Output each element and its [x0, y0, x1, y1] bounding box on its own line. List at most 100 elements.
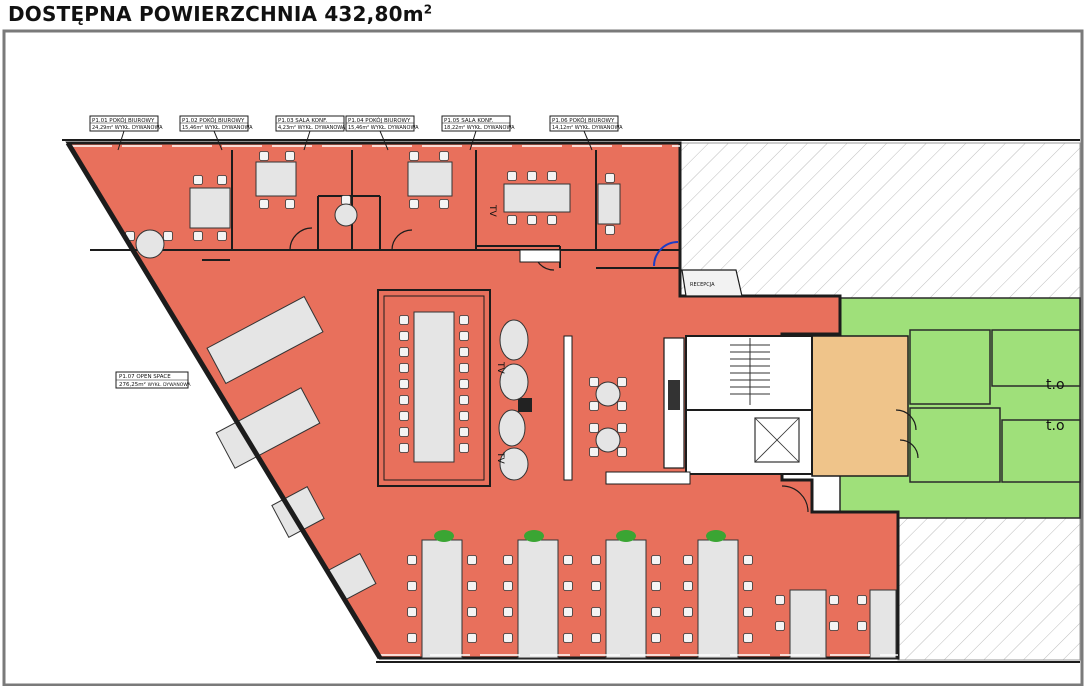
chair	[285, 199, 295, 209]
room-area: 18,22m² WYKŁ. DYWANOWA	[444, 125, 515, 131]
chair	[409, 199, 419, 209]
chair	[459, 411, 469, 421]
workstation-chairs	[407, 555, 867, 643]
chair	[399, 331, 409, 341]
conference-chairs	[125, 151, 627, 457]
chair	[743, 555, 753, 565]
svg-text:P1.07 OPEN SPACE: P1.07 OPEN SPACE	[119, 374, 171, 380]
chair	[503, 555, 513, 565]
chair	[589, 447, 599, 457]
chair	[467, 607, 477, 617]
elevator-shaft	[685, 409, 813, 475]
svg-text:276,25m² WYKŁ. DYWANOWA: 276,25m² WYKŁ. DYWANOWA	[119, 381, 191, 388]
chair	[193, 231, 203, 241]
stair-treads	[730, 338, 770, 405]
dining-tables	[595, 381, 621, 453]
chair	[617, 377, 627, 387]
room-title: P1.06 POKÓJ BIUROWY	[552, 117, 615, 124]
open-space-finish: WYKŁ. DYWANOWA	[148, 382, 192, 388]
chair	[829, 595, 839, 605]
chair	[439, 199, 449, 209]
chair	[259, 151, 269, 161]
open-space-code: P1.07	[119, 374, 135, 380]
page-title: DOSTĘPNA POWIERZCHNIA 432,80m2	[8, 2, 432, 26]
chair	[459, 443, 469, 453]
room-title: P1.05 SALA KONF.	[444, 118, 493, 124]
chair	[591, 607, 601, 617]
chair	[399, 427, 409, 437]
chair	[589, 377, 599, 387]
chair	[527, 171, 537, 181]
room-leader-line	[213, 130, 223, 151]
chair	[407, 633, 417, 643]
chair	[563, 633, 573, 643]
chair	[407, 555, 417, 565]
chair	[467, 555, 477, 565]
chair	[743, 581, 753, 591]
room-title: P1.04 POKÓJ BIUROWY	[348, 117, 411, 124]
room-area: 14,12m² WYKŁ. DYWANOWA	[552, 125, 623, 131]
wc-rooms	[909, 329, 1081, 483]
drawing-frame	[2, 29, 1084, 686]
chair	[547, 171, 557, 181]
chair	[399, 315, 409, 325]
chair	[775, 595, 785, 605]
chair	[743, 633, 753, 643]
room-leader-line	[469, 130, 477, 151]
chair	[605, 225, 615, 235]
conference-table	[413, 311, 455, 463]
room-leader-line	[583, 130, 593, 151]
room-title: P1.03 SALA KONF.	[278, 118, 327, 124]
lounge-fireplace	[518, 398, 532, 412]
hatched-zone-bottom	[897, 517, 1081, 661]
door-swings	[289, 227, 919, 513]
chair	[651, 581, 661, 591]
chair	[217, 175, 227, 185]
chair	[857, 621, 867, 631]
chair	[829, 621, 839, 631]
chair	[459, 315, 469, 325]
wc-label-1: t.o	[1046, 377, 1065, 393]
core-zone	[811, 335, 909, 477]
chair	[651, 633, 661, 643]
chair	[399, 443, 409, 453]
chair	[407, 607, 417, 617]
room-leader-line	[117, 130, 125, 151]
chair	[589, 423, 599, 433]
chair	[259, 199, 269, 209]
chair	[617, 447, 627, 457]
chair	[507, 171, 517, 181]
chair	[503, 607, 513, 617]
open-space-name: OPEN SPACE	[136, 374, 171, 380]
chair	[605, 173, 615, 183]
chair	[591, 555, 601, 565]
chair	[399, 347, 409, 357]
radiator-top	[519, 249, 561, 263]
lounge-partition	[563, 335, 573, 481]
chair	[407, 581, 417, 591]
entrance-door-icon	[653, 241, 679, 267]
chair	[617, 401, 627, 411]
lounge-sofas	[498, 319, 529, 481]
chair	[341, 195, 351, 205]
open-space-area: 276,25m²	[119, 381, 146, 388]
chair	[217, 231, 227, 241]
chair	[651, 607, 661, 617]
tv-label-lounge-1: TV	[495, 361, 505, 374]
open-space-label: P1.07 OPEN SPACE 276,25m² WYKŁ. DYWANOWA	[115, 371, 191, 389]
chair	[591, 633, 601, 643]
chair	[683, 633, 693, 643]
chair	[591, 581, 601, 591]
chair	[563, 581, 573, 591]
chair	[775, 621, 785, 631]
chair	[459, 427, 469, 437]
chair	[563, 555, 573, 565]
chair	[459, 395, 469, 405]
conference-room-wall	[377, 289, 491, 487]
chair	[503, 633, 513, 643]
chair	[589, 401, 599, 411]
radiator	[605, 471, 691, 485]
